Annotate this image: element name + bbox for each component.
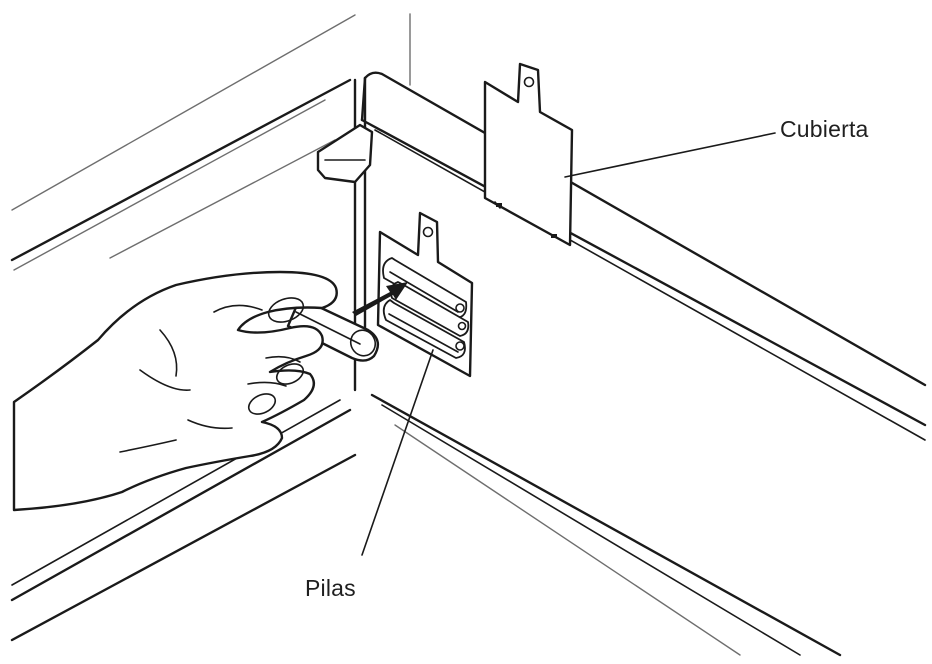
top-clip — [316, 123, 374, 184]
cover-panel — [483, 62, 574, 247]
installed-batteries — [382, 257, 470, 359]
cover-label: Cubierta — [780, 116, 869, 142]
cover-leader-line — [564, 132, 776, 178]
held-battery — [286, 296, 380, 362]
insert-arrow — [352, 282, 408, 316]
leader-lines — [361, 132, 776, 556]
hand — [12, 270, 338, 512]
device-body — [10, 71, 927, 657]
background-lines — [11, 13, 411, 271]
batteries-leader-line — [361, 349, 434, 556]
battery-compartment — [376, 211, 474, 378]
batteries-label: Pilas — [305, 575, 356, 601]
